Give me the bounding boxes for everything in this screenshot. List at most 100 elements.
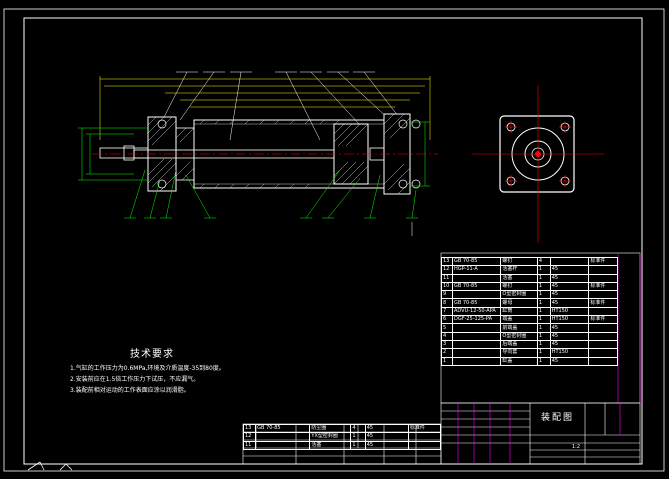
bom-cell-code: DGF-25-125-PA	[451, 315, 502, 325]
bom-cell-no: 9	[441, 290, 453, 300]
bom-cell-code	[451, 290, 502, 300]
bom-cell-code	[451, 356, 502, 366]
lower-cell-note	[407, 440, 442, 450]
lower-cell-code: GB 70-85	[255, 423, 311, 434]
bom-cell-note	[588, 356, 618, 366]
bom-cell-note	[588, 339, 618, 350]
bom-cell-qty: 1	[536, 356, 551, 366]
bom-cell-code	[451, 273, 502, 283]
bom-cell-code	[451, 339, 502, 350]
lower-cell-code	[255, 440, 311, 450]
bom-cell-name: O型密封圈	[500, 290, 538, 300]
bom-cell-note: 标准件	[588, 298, 618, 308]
bom-cell-name: 活塞杆	[500, 265, 538, 275]
tech-requirement-2: 2.安装前应在1.5倍工作压力下试压，不应漏气。	[70, 376, 200, 383]
lower-cell-name: 防尘圈	[309, 423, 352, 434]
bom-cell-mat: 45	[549, 356, 590, 366]
bom-cell-note	[588, 290, 618, 300]
bom-cell-name: 后端盖	[500, 339, 538, 350]
bom-cell-qty: 1	[536, 315, 551, 325]
bom-cell-note: 标准件	[588, 256, 618, 267]
end-view	[472, 85, 604, 243]
bom-cell-name: 端盖	[500, 315, 538, 325]
bom-cell-name: 缸筒	[500, 306, 538, 317]
bom-cell-qty: 1	[536, 339, 551, 350]
inner-frame	[23, 17, 643, 465]
bom-cell-code: HGP-11-A	[451, 265, 502, 275]
lower-cell-note	[407, 432, 442, 442]
bom-cell-no: 5	[441, 323, 453, 333]
bom-cell-qty: 1	[536, 306, 551, 317]
bom-cell-no: 3	[441, 339, 453, 350]
bom-cell-code: ADVU-12-50-APA	[451, 306, 502, 317]
tech-requirements-title: 技术要求	[130, 349, 174, 360]
lower-cell-no: 12	[242, 432, 257, 442]
tech-requirement-3: 3.装配前相对运动的工作表面应涂以润滑脂。	[70, 387, 190, 394]
lower-cell-name: 活塞	[309, 440, 352, 450]
cylinder-assembly-view	[78, 71, 438, 236]
lower-cell-note: 标准件	[407, 423, 442, 434]
bom-cell-qty: 1	[536, 290, 551, 300]
bom-cell-note	[588, 273, 618, 283]
bom-cell-no: 7	[441, 306, 453, 317]
bom-cell-name: 前端盖	[500, 323, 538, 333]
bom-cell-note	[588, 331, 618, 341]
bom-cell-name: 螺钉	[500, 281, 538, 292]
title-block	[440, 402, 641, 465]
bom-cell-name: 导向套	[500, 348, 538, 358]
bom-cell-no: 13	[441, 256, 453, 267]
bom-cell-code	[451, 331, 502, 341]
bom-cell-note	[588, 265, 618, 275]
bom-cell-mat: 45	[549, 281, 590, 292]
drawing-title: 装配图	[541, 413, 575, 423]
bom-cell-code: GB 70-85	[451, 298, 502, 308]
bom-cell-name: 螺钉	[500, 256, 538, 267]
bom-cell-qty: 1	[536, 298, 551, 308]
bom-cell-mat: HT150	[549, 348, 590, 358]
bom-cell-mat: 45	[549, 290, 590, 300]
bom-cell-qty: 1	[536, 331, 551, 341]
bom-cell-note	[588, 323, 618, 333]
lower-cell-mat: 45	[364, 440, 409, 450]
bom-cell-mat	[549, 256, 590, 267]
bom-cell-mat: HT150	[549, 306, 590, 317]
bom-cell-code: GB 70-85	[451, 281, 502, 292]
bom-cell-name: O型密封圈	[500, 331, 538, 341]
bom-cell-note	[588, 348, 618, 358]
bom-cell-no: 4	[441, 331, 453, 341]
bom-cell-note: 标准件	[588, 281, 618, 292]
bom-cell-qty: 1	[536, 273, 551, 283]
bom-cell-no: 6	[441, 315, 453, 325]
bom-cell-name: 缸盖	[500, 356, 538, 366]
outer-frame	[3, 8, 665, 472]
arrow-marks	[27, 461, 73, 471]
bom-cell-no: 2	[441, 348, 453, 358]
lower-cell-mat: 45	[364, 423, 409, 434]
bom-cell-no: 1	[441, 356, 453, 366]
bom-cell-no: 10	[441, 281, 453, 292]
lower-cell-qty: 4	[350, 423, 366, 434]
scale-note: 1:2	[572, 444, 581, 450]
bom-cell-qty: 4	[536, 256, 551, 267]
bom-cell-name: 活塞	[500, 273, 538, 283]
bom-cell-mat: 45	[549, 339, 590, 350]
lower-cell-no: 13	[242, 423, 257, 434]
lower-cell-qty: 1	[350, 440, 366, 450]
bom-cell-no: 8	[441, 298, 453, 308]
bom-cell-mat: 45	[549, 323, 590, 333]
